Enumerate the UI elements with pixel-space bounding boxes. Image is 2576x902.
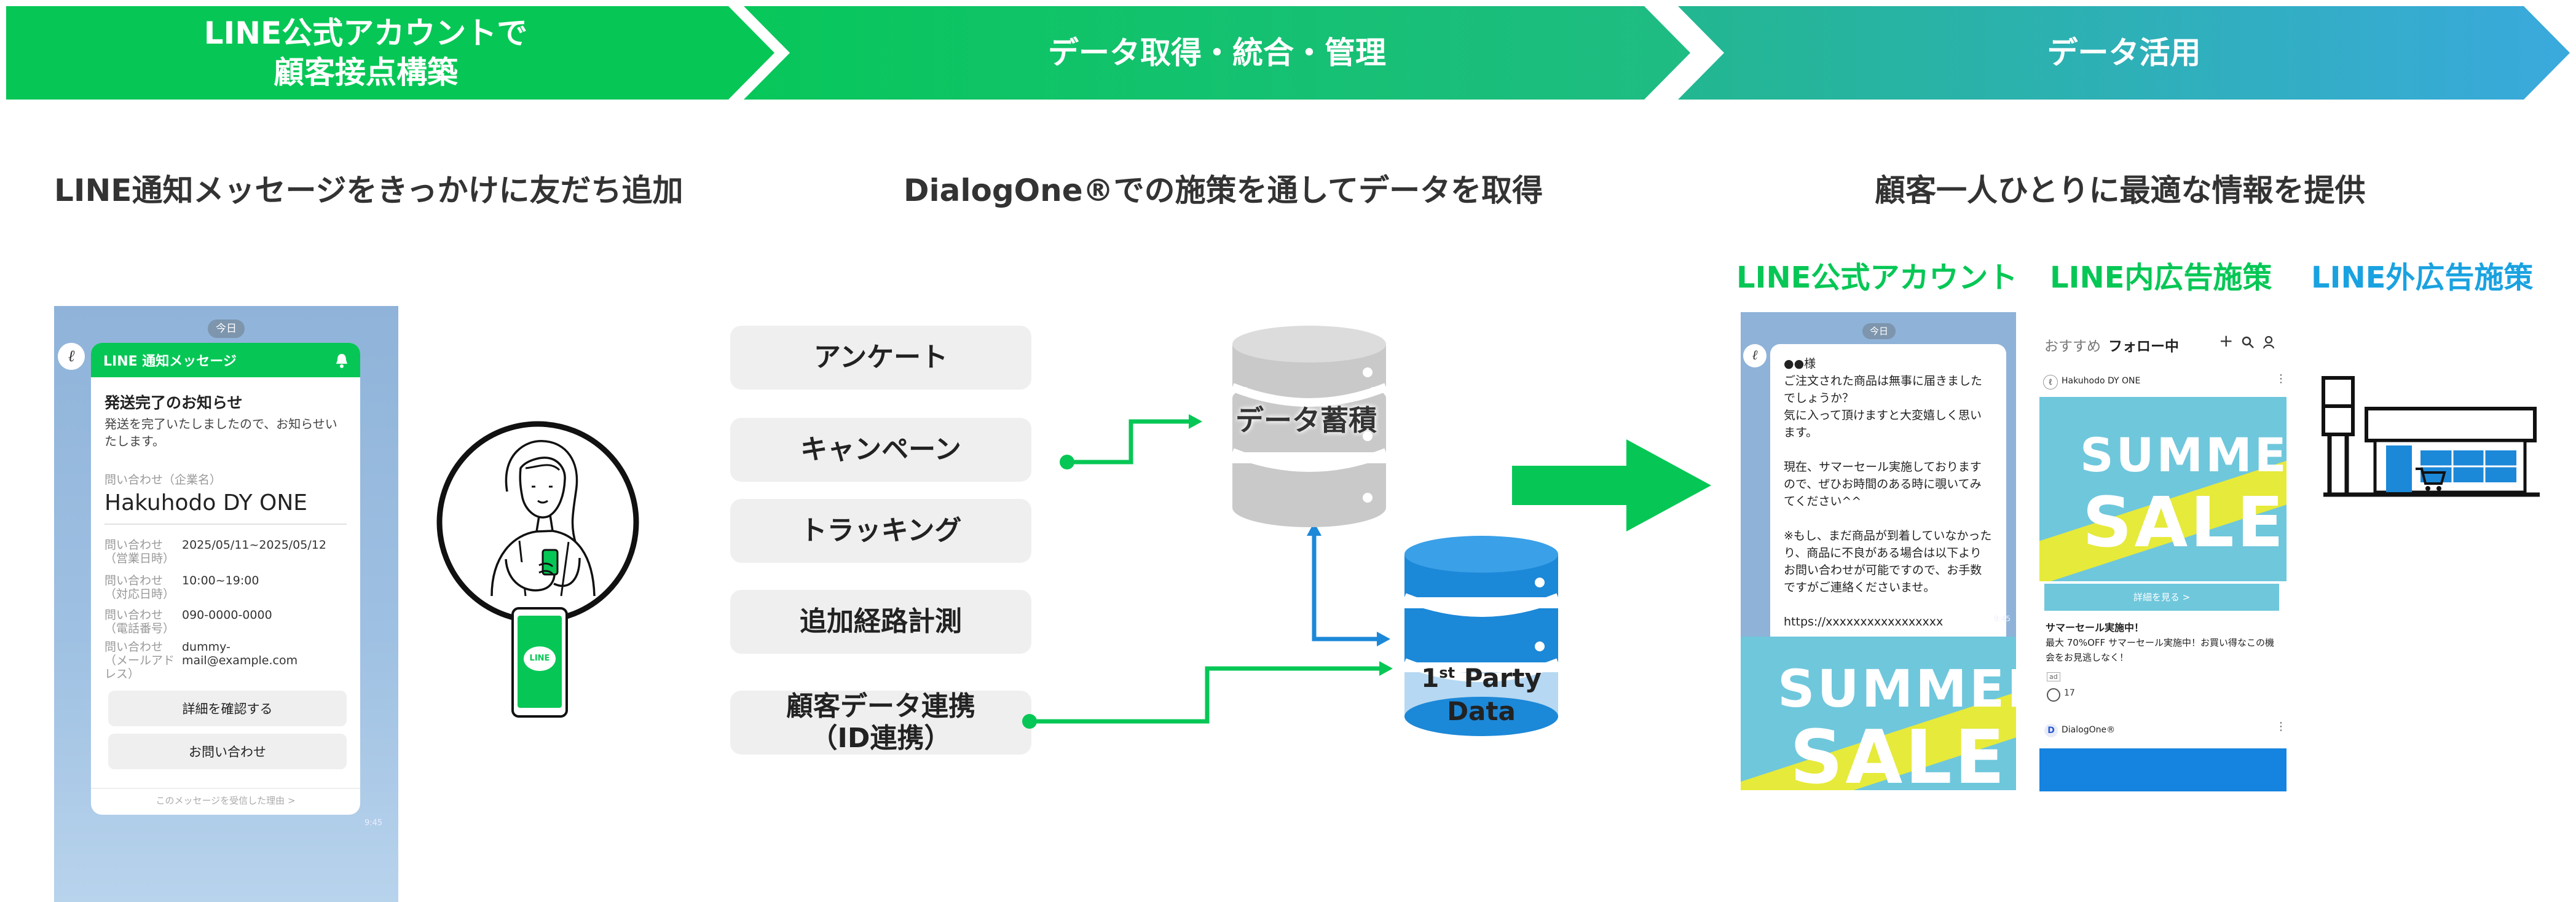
ad-cta-button[interactable]: 詳細を見る >: [2044, 584, 2279, 611]
info-value: 2025/05/11~2025/05/12: [182, 538, 326, 552]
time-stamp: 9:45: [1994, 614, 2011, 623]
step-banner-1: LINE公式アカウントで 顧客接点構築: [6, 6, 774, 100]
info-label: 問い合わせ（メールアドレス）: [104, 640, 175, 681]
method-tracking: トラッキング: [730, 499, 1031, 563]
company-label: 問い合わせ（企業名）: [104, 473, 222, 487]
info-value: 10:00~19:00: [182, 574, 259, 587]
line-logo-icon: LINE: [524, 646, 556, 671]
step-1-label: LINE公式アカウントで 顧客接点構築: [203, 15, 528, 90]
notification-footer: このメッセージを受信した理由 >: [156, 795, 296, 806]
account-name-2: DialogOne®: [2062, 725, 2116, 735]
fpd-superscript: st: [1439, 664, 1455, 681]
connector-lines: [1022, 414, 1393, 729]
account-name: Hakuhodo DY ONE: [2062, 376, 2141, 386]
divider: [91, 788, 360, 789]
channel-in-line-ads: LINE内広告施策: [2050, 261, 2272, 295]
col2-heading: DialogOne®での施策を通してデータを取得: [904, 173, 1543, 208]
smile-reaction-icon[interactable]: [2047, 688, 2060, 702]
info-label: 問い合わせ（営業日時）: [104, 538, 175, 565]
line-notification-screen: 今日 ℓ LINE 通知メッセージ 発送完了のお知らせ 発送を完了いたしましたの…: [54, 306, 398, 902]
big-right-arrow-icon: [1512, 439, 1711, 531]
channel-out-line-ads: LINE外広告施策: [2311, 261, 2534, 295]
method-survey: アンケート: [730, 326, 1031, 390]
method-campaign: キャンペーン: [730, 418, 1031, 482]
post-title: サマーセール実施中！: [2046, 622, 2145, 633]
sale-word-summer: SUMMER: [2080, 428, 2286, 482]
first-party-data-label: 1st Party Data: [1414, 656, 1549, 728]
more-options-icon[interactable]: ⋮: [2275, 372, 2286, 385]
method-id-linkage: 顧客データ連携 （ID連携）: [730, 691, 1031, 755]
method-route-measurement: 追加経路計測: [730, 590, 1031, 654]
divider: [104, 524, 347, 525]
line-avatar-icon: ℓ: [58, 343, 85, 370]
tab-recommend[interactable]: おすすめ: [2044, 339, 2101, 355]
message-text: ●●様 ご注文された商品は無事に届きましたでしょうか？ 気に入って頂けますと大変…: [1784, 357, 1992, 629]
today-badge: 今日: [1862, 323, 1896, 339]
step-banner-3: データ活用: [1678, 6, 2570, 100]
official-account-message-screen: 今日 ℓ ●●様 ご注文された商品は無事に届きましたでしょうか？ 気に入って頂け…: [1741, 312, 2016, 790]
profile-icon[interactable]: [2262, 335, 2275, 349]
in-line-ad-feed-screen: おすすめ フォロー中 + ℓ Hakuhodo DY ONE ⋮ SUMMER …: [2039, 312, 2286, 791]
bell-icon: [336, 354, 347, 368]
sale-word-sale: SALE: [1790, 715, 2007, 790]
next-ad-image: [2039, 748, 2286, 791]
line-avatar-icon: ℓ: [1743, 344, 1767, 367]
tab-following[interactable]: フォロー中: [2108, 339, 2179, 355]
col3-heading: 顧客一人ひとりに最適な情報を提供: [1875, 173, 2366, 208]
summer-sale-ad-image: SUMMER SALE: [2039, 397, 2286, 581]
search-icon[interactable]: [2241, 335, 2255, 349]
info-label: 問い合わせ（電話番号）: [104, 608, 175, 635]
message-bubble: ●●様 ご注文された商品は無事に届きましたでしょうか？ 気に入って頂けますと大変…: [1770, 344, 2006, 651]
notification-header-label: LINE 通知メッセージ: [103, 354, 237, 369]
time-stamp: 9:45: [364, 818, 383, 828]
info-value: 090-0000-0000: [182, 608, 272, 622]
col1-heading: LINE通知メッセージをきっかけに友だち追加: [54, 173, 683, 208]
sale-word-summer: SUMMER: [1778, 659, 2016, 719]
notification-header: LINE 通知メッセージ: [91, 343, 360, 377]
first-party-data-database-icon: [1403, 536, 1560, 736]
contact-button[interactable]: お問い合わせ: [108, 734, 347, 769]
step-3-label: データ活用: [2047, 35, 2201, 71]
sale-word-sale: SALE: [2082, 483, 2286, 563]
summer-sale-banner: SUMMER SALE: [1741, 637, 2016, 790]
fpd-data: Data: [1447, 696, 1516, 726]
details-button[interactable]: 詳細を確認する: [108, 691, 347, 726]
channel-official-account: LINE公式アカウント: [1736, 261, 2018, 295]
info-label: 問い合わせ（対応日時）: [104, 574, 175, 601]
info-value: dummy-mail@example.com: [182, 640, 298, 667]
data-storage-label: データ蓄積: [1235, 404, 1377, 437]
step-banner-2: データ取得・統合・管理: [744, 6, 1690, 100]
fpd-party: Party: [1455, 663, 1542, 693]
account-avatar-icon: ℓ: [2043, 375, 2058, 390]
dialogone-logo-icon: D: [2044, 724, 2058, 737]
fpd-number: 1: [1421, 663, 1440, 693]
phone-icon: LINE: [511, 607, 568, 718]
company-name: Hakuhodo DY ONE: [104, 490, 308, 516]
ad-tag: ad: [2047, 672, 2060, 681]
notification-card: LINE 通知メッセージ 発送完了のお知らせ 発送を完了いたしましたので、お知ら…: [91, 343, 360, 815]
reaction-count: 17: [2064, 688, 2075, 698]
more-options-icon[interactable]: ⋮: [2275, 720, 2286, 733]
today-badge: 今日: [208, 320, 245, 338]
plus-icon[interactable]: +: [2219, 331, 2234, 351]
step-2-label: データ取得・統合・管理: [1048, 35, 1386, 71]
notification-title: 発送完了のお知らせ: [104, 394, 243, 412]
store-icon: [2322, 376, 2540, 497]
notification-body: 発送を完了いたしましたので、お知らせいたします。: [104, 417, 337, 449]
post-body: 最大 70%OFF サマーセール実施中！お買い得なこの機会をお見逃しなく！: [2046, 637, 2274, 663]
data-storage-database-icon: [1231, 326, 1388, 527]
